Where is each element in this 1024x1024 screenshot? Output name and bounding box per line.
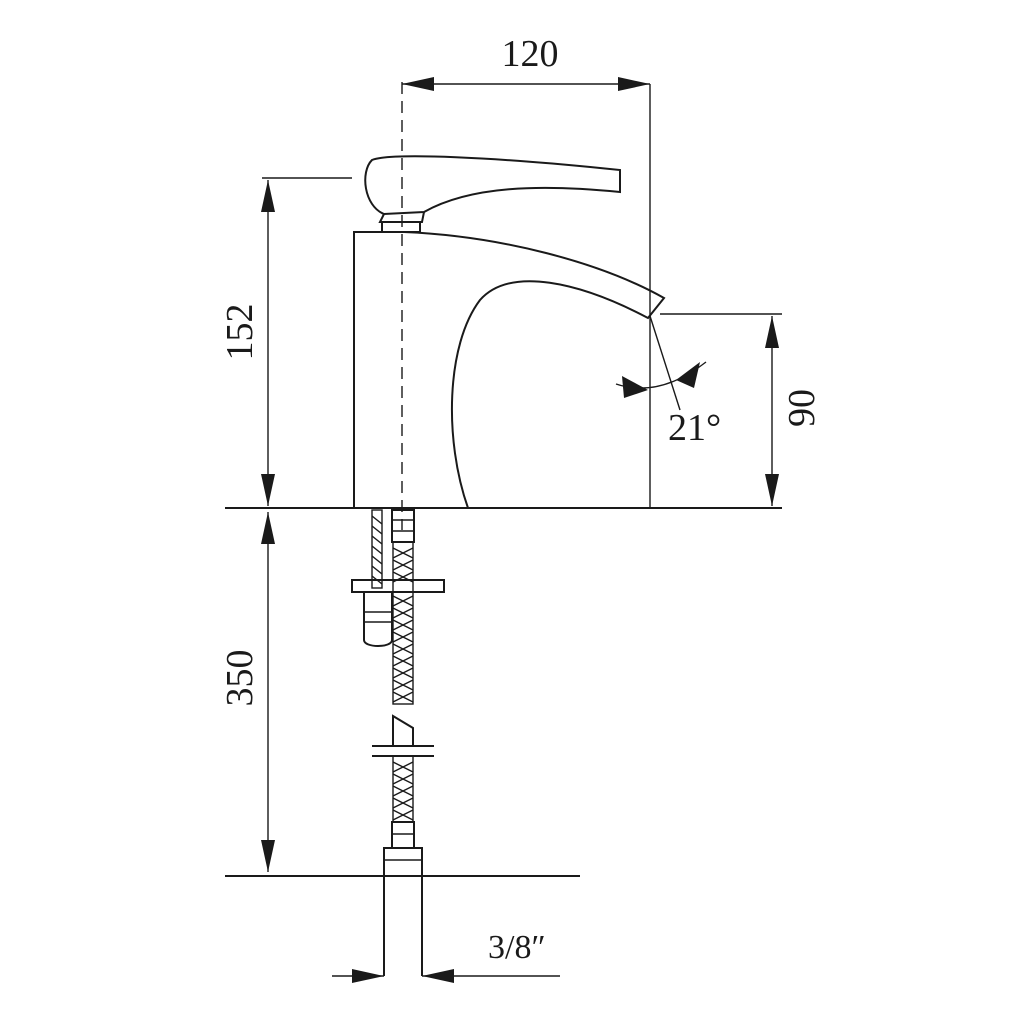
hose-length-dimension xyxy=(261,512,275,872)
faucet-body xyxy=(353,231,666,509)
spout-angle-indicator xyxy=(615,315,707,411)
height-label: 152 xyxy=(219,304,261,361)
faucet-lever xyxy=(364,155,621,233)
supply-hoses xyxy=(351,509,445,877)
angle-label: 21° xyxy=(668,407,721,449)
reach-dimension xyxy=(402,77,651,508)
spout-height-dimension xyxy=(660,313,782,506)
connection-label: 3/8″ xyxy=(488,929,546,966)
height-dimension xyxy=(261,177,352,506)
connection-pipe xyxy=(383,876,423,976)
connection-dimension xyxy=(332,969,560,983)
reach-label: 120 xyxy=(502,33,559,75)
hose-length-label: 350 xyxy=(219,650,261,707)
spout-height-label: 90 xyxy=(781,389,823,427)
